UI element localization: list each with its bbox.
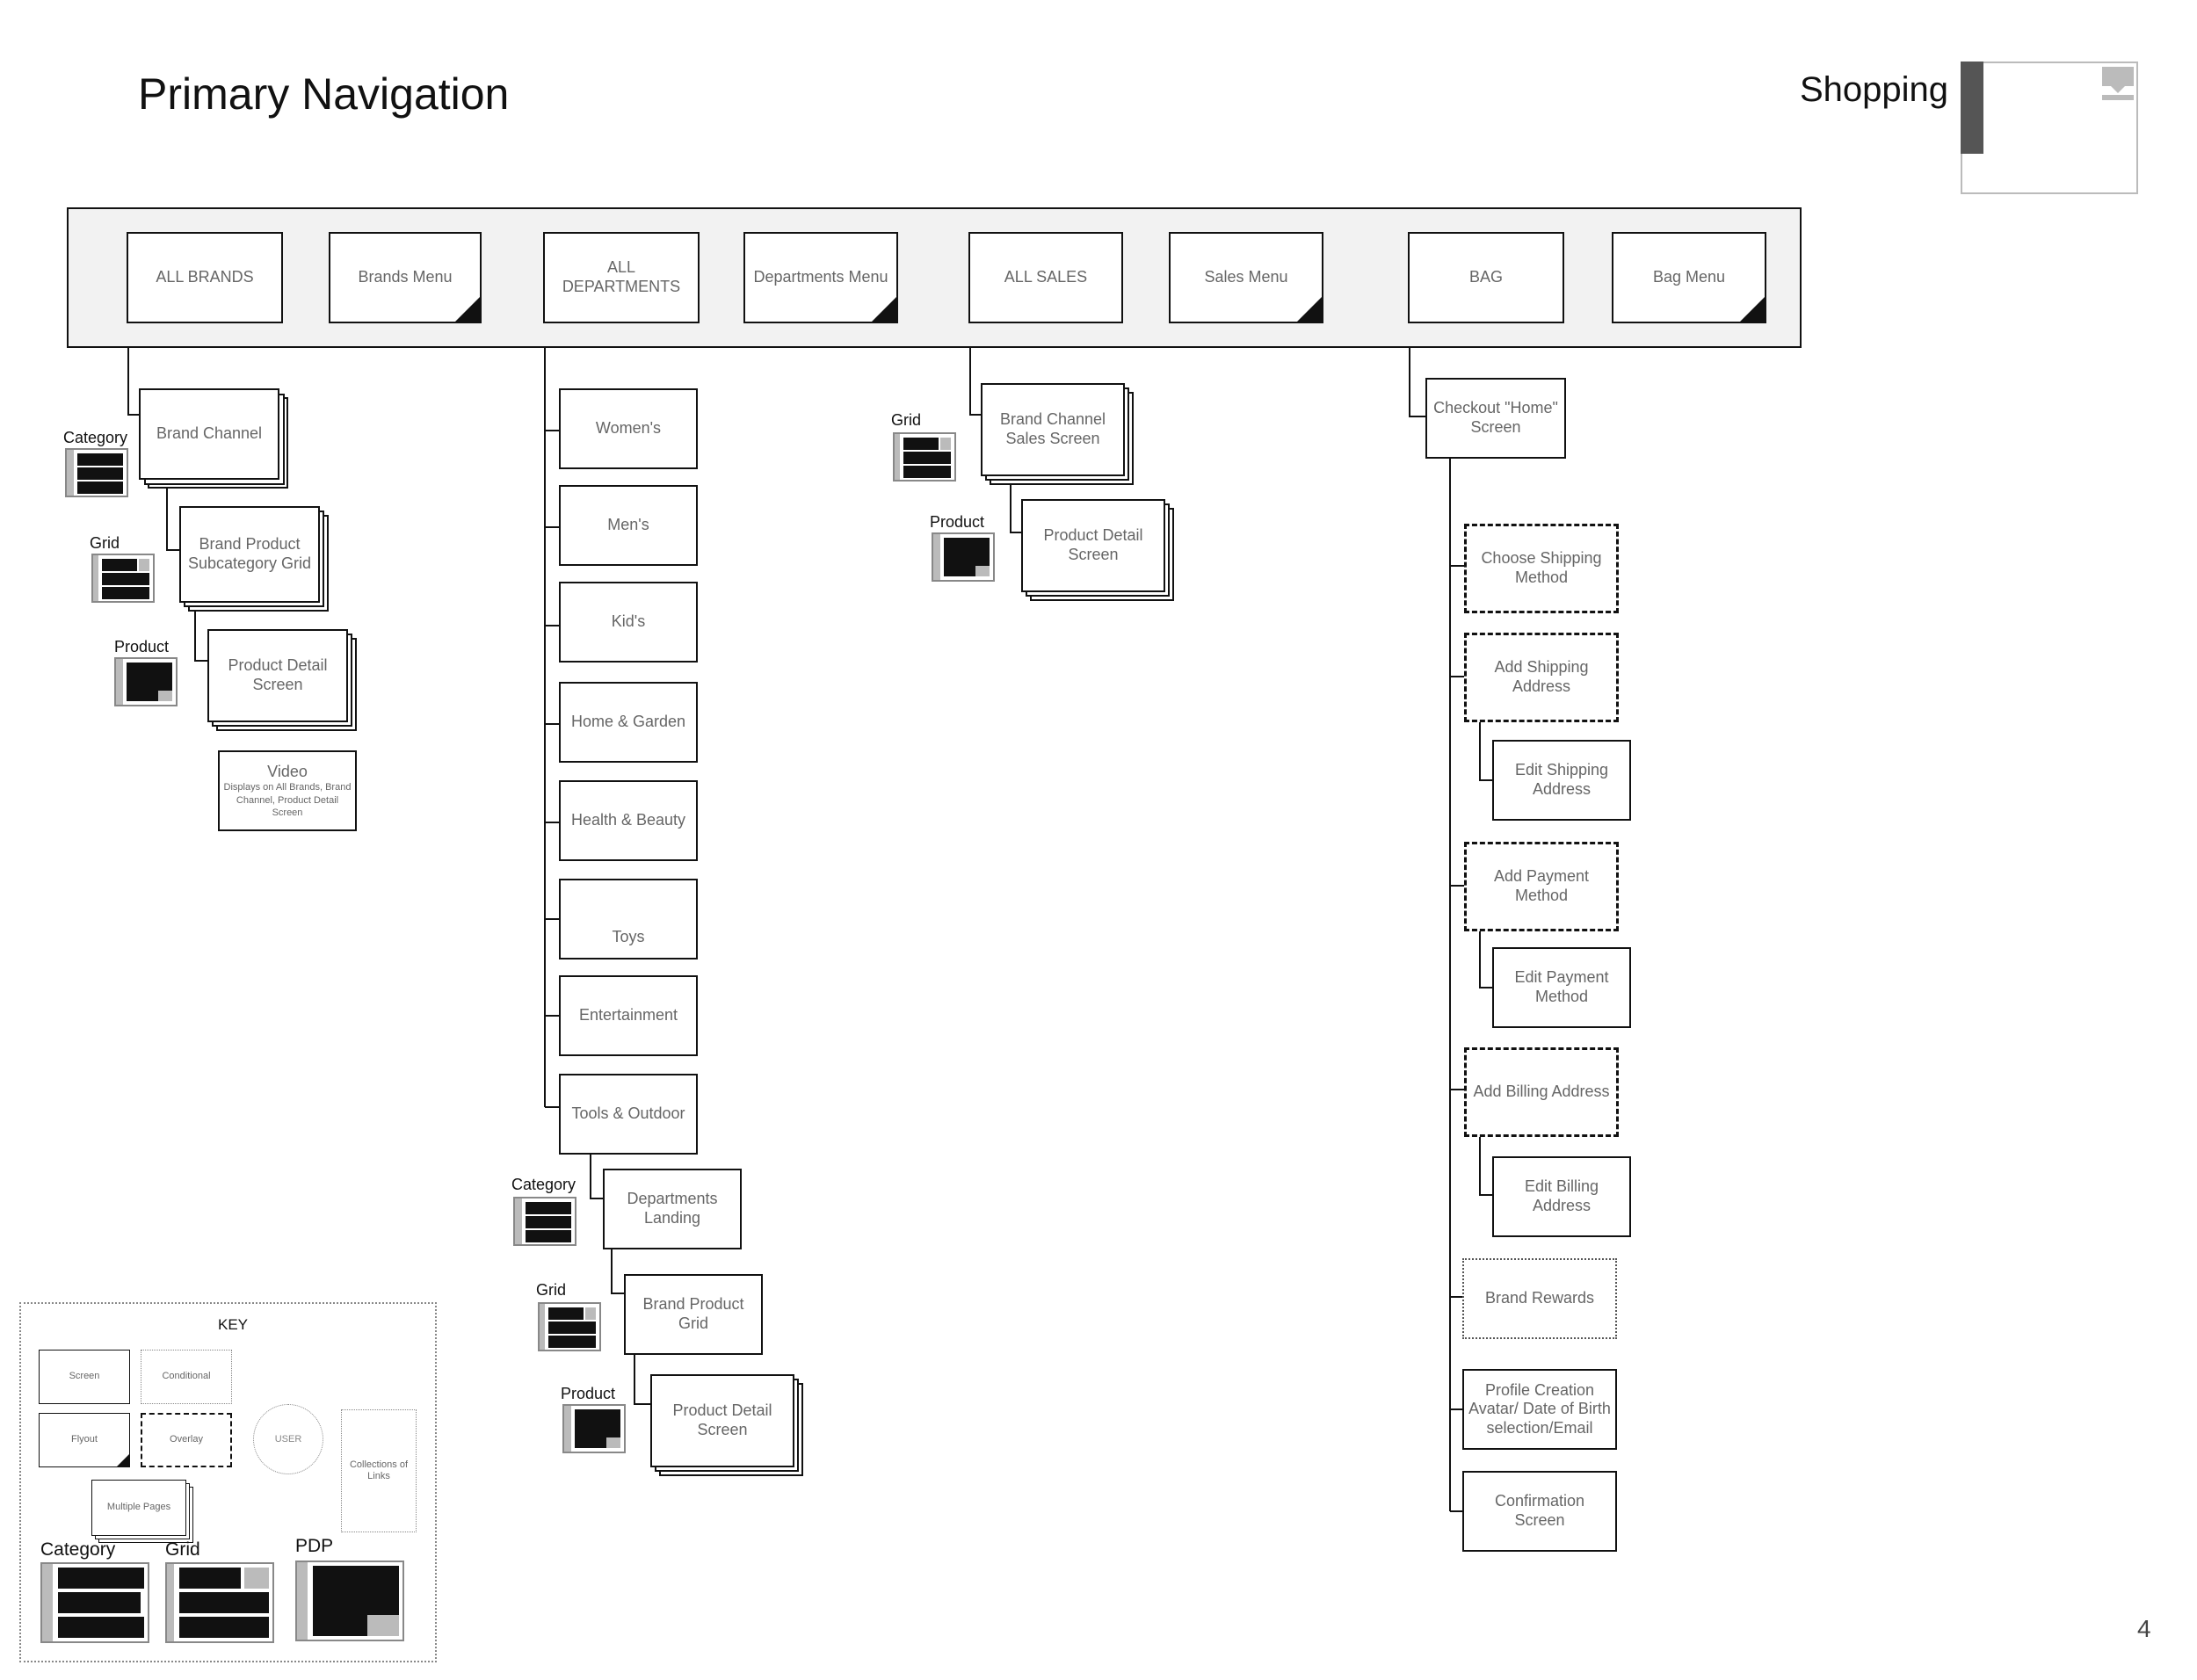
legend-key: KEY Screen Conditional Flyout Overlay US… xyxy=(19,1302,437,1662)
all-sales-node[interactable]: ALL SALES xyxy=(968,232,1123,323)
bookmark-icon xyxy=(2102,67,2134,100)
edit-payment-node[interactable]: Edit Payment Method xyxy=(1492,947,1631,1028)
profile-creation-node[interactable]: Profile Creation Avatar/ Date of Birth s… xyxy=(1462,1369,1617,1450)
video-note: Displays on All Brands, Brand Channel, P… xyxy=(223,782,352,818)
page-number: 4 xyxy=(2137,1615,2151,1642)
bag-node[interactable]: BAG xyxy=(1408,232,1564,323)
grid-label: Grid xyxy=(891,411,922,429)
dept-toys-node[interactable]: Toys xyxy=(559,879,698,959)
category-icon xyxy=(65,448,128,497)
dept-mens-node[interactable]: Men's xyxy=(559,485,698,566)
category-label: Category xyxy=(511,1176,576,1193)
dept-home-garden-node[interactable]: Home & Garden xyxy=(559,682,698,763)
product-icon xyxy=(562,1404,626,1453)
brand-rewards-node[interactable]: Brand Rewards xyxy=(1462,1258,1617,1339)
dept-product-detail-node[interactable]: Product Detail Screen xyxy=(650,1374,794,1467)
add-shipping-node[interactable]: Add Shipping Address xyxy=(1464,633,1619,722)
all-departments-node[interactable]: ALL DEPARTMENTS xyxy=(543,232,700,323)
key-category-label: Category xyxy=(40,1539,116,1560)
brands-menu-node[interactable]: Brands Menu xyxy=(329,232,482,323)
section-title: Shopping xyxy=(1800,70,1949,109)
key-user: USER xyxy=(253,1404,323,1474)
product-label: Product xyxy=(561,1385,616,1402)
key-category-icon xyxy=(40,1562,149,1643)
product-icon xyxy=(932,532,995,582)
key-grid-icon xyxy=(165,1562,274,1643)
grid-icon xyxy=(538,1302,601,1351)
brand-product-grid-node[interactable]: Brand Product Grid xyxy=(624,1274,763,1355)
key-screen: Screen xyxy=(39,1350,130,1404)
key-conditional: Conditional xyxy=(141,1350,232,1404)
choose-shipping-node[interactable]: Choose Shipping Method xyxy=(1464,524,1619,613)
key-grid-label: Grid xyxy=(165,1539,200,1560)
brand-product-detail-node[interactable]: Product Detail Screen xyxy=(207,629,348,722)
dept-health-beauty-node[interactable]: Health & Beauty xyxy=(559,780,698,861)
sales-menu-node[interactable]: Sales Menu xyxy=(1169,232,1323,323)
key-overlay: Overlay xyxy=(141,1413,232,1467)
dept-entertainment-node[interactable]: Entertainment xyxy=(559,975,698,1056)
departments-landing-node[interactable]: Departments Landing xyxy=(603,1169,742,1249)
sales-product-detail-node[interactable]: Product Detail Screen xyxy=(1021,499,1165,592)
page-title: Primary Navigation xyxy=(138,69,510,119)
brand-channel-node[interactable]: Brand Channel xyxy=(139,388,279,480)
confirmation-node[interactable]: Confirmation Screen xyxy=(1462,1471,1617,1552)
key-collections: Collections of Links xyxy=(341,1409,417,1532)
key-flyout: Flyout xyxy=(39,1413,130,1467)
video-node[interactable]: Video Displays on All Brands, Brand Chan… xyxy=(218,750,357,831)
product-icon xyxy=(114,657,178,706)
all-brands-node[interactable]: ALL BRANDS xyxy=(127,232,283,323)
product-label: Product xyxy=(114,638,170,655)
category-icon xyxy=(513,1197,576,1246)
edit-billing-node[interactable]: Edit Billing Address xyxy=(1492,1156,1631,1237)
dept-kids-node[interactable]: Kid's xyxy=(559,582,698,663)
departments-menu-node[interactable]: Departments Menu xyxy=(743,232,898,323)
product-label: Product xyxy=(930,513,985,531)
grid-label: Grid xyxy=(536,1281,567,1299)
key-pdp-label: PDP xyxy=(295,1536,334,1556)
key-pdp-icon xyxy=(295,1561,404,1641)
brand-subcategory-grid-node[interactable]: Brand Product Subcategory Grid xyxy=(179,506,320,603)
category-label: Category xyxy=(63,429,128,446)
bag-menu-node[interactable]: Bag Menu xyxy=(1612,232,1766,323)
brand-channel-sales-node[interactable]: Brand Channel Sales Screen xyxy=(981,383,1125,476)
section-thumbnail-bar xyxy=(1961,62,1983,154)
grid-icon xyxy=(91,554,155,603)
video-title: Video xyxy=(267,762,308,780)
key-title: KEY xyxy=(218,1316,249,1333)
dept-womens-node[interactable]: Women's xyxy=(559,388,698,469)
add-billing-node[interactable]: Add Billing Address xyxy=(1464,1047,1619,1137)
grid-label: Grid xyxy=(90,534,120,552)
add-payment-node[interactable]: Add Payment Method xyxy=(1464,842,1619,931)
dept-tools-outdoor-node[interactable]: Tools & Outdoor xyxy=(559,1074,698,1155)
key-multiple-pages: Multiple Pages xyxy=(91,1480,186,1536)
checkout-home-node[interactable]: Checkout "Home" Screen xyxy=(1425,378,1566,459)
grid-icon xyxy=(893,432,956,482)
edit-shipping-node[interactable]: Edit Shipping Address xyxy=(1492,740,1631,821)
